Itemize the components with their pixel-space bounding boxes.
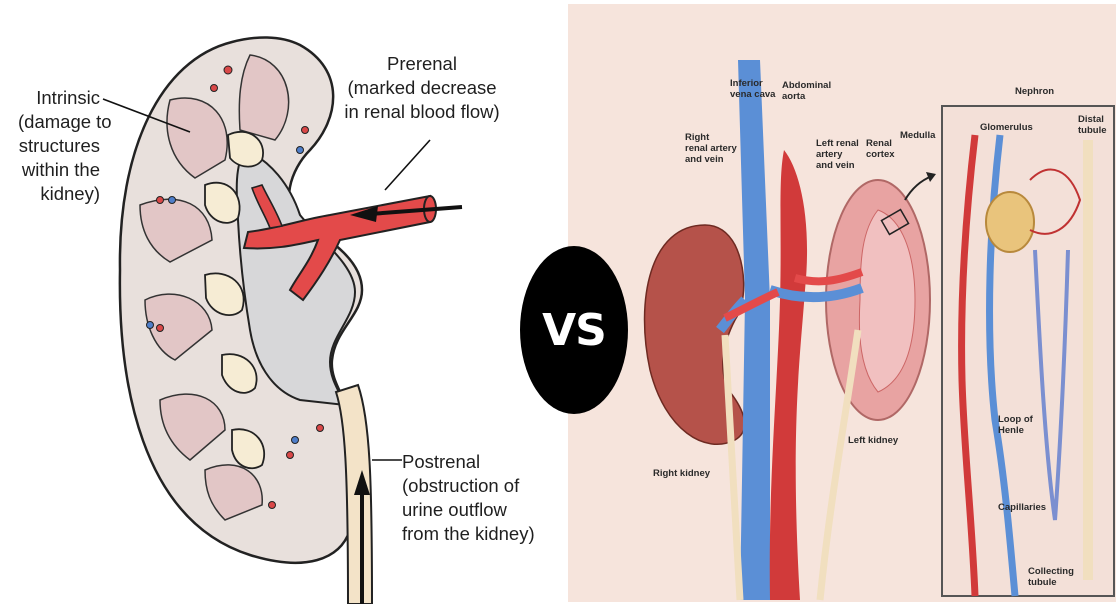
- loop-line-1: Loop of: [998, 414, 1033, 425]
- prerenal-leader-line: [385, 140, 430, 190]
- nephron-label: Nephron: [1015, 86, 1054, 97]
- left-kidney-text: Left kidney: [848, 435, 898, 446]
- loop-of-henle-label: Loop of Henle: [998, 414, 1033, 436]
- intrinsic-line-5: kidney): [18, 182, 100, 206]
- vs-badge: VS: [520, 246, 628, 414]
- intrinsic-label: Intrinsic (damage to structures within t…: [18, 86, 100, 206]
- distal-tubule-label: Distal tubule: [1078, 114, 1107, 136]
- aorta-line-2: aorta: [782, 91, 831, 102]
- capillaries-label: Capillaries: [998, 502, 1046, 513]
- loop-line-2: Henle: [998, 425, 1033, 436]
- intrinsic-line-2: (damage to: [18, 110, 100, 134]
- capillaries-text: Capillaries: [998, 502, 1046, 513]
- right-renal-label: Right renal artery and vein: [685, 132, 737, 165]
- collecting-line-1: Collecting: [1028, 566, 1074, 577]
- renal-cortex-line-1: Renal: [866, 138, 895, 149]
- left-renal-line-3: and vein: [816, 160, 859, 171]
- intrinsic-line-1: Intrinsic: [18, 86, 100, 110]
- medulla-text: Medulla: [900, 130, 935, 141]
- postrenal-line-1: Postrenal: [402, 450, 562, 474]
- prerenal-label: Prerenal (marked decrease in renal blood…: [334, 52, 510, 124]
- distal-line-2: tubule: [1078, 125, 1107, 136]
- glomerulus-text: Glomerulus: [980, 122, 1033, 133]
- nephron-text: Nephron: [1015, 86, 1054, 97]
- distal-line-1: Distal: [1078, 114, 1107, 125]
- collecting-line-2: tubule: [1028, 577, 1074, 588]
- collecting-tubule-label: Collecting tubule: [1028, 566, 1074, 588]
- right-kidney-text: Right kidney: [653, 468, 710, 479]
- renal-cortex-line-2: cortex: [866, 149, 895, 160]
- aorta-line-1: Abdominal: [782, 80, 831, 91]
- left-kidney-label: Left kidney: [848, 435, 898, 446]
- ivc-line-1: Inferior: [730, 78, 775, 89]
- right-renal-line-3: and vein: [685, 154, 737, 165]
- medulla-label: Medulla: [900, 130, 935, 141]
- vs-text: VS: [542, 305, 606, 356]
- left-renal-line-1: Left renal: [816, 138, 859, 149]
- right-renal-line-1: Right: [685, 132, 737, 143]
- prerenal-line-1: Prerenal: [334, 52, 510, 76]
- prerenal-line-3: in renal blood flow): [334, 100, 510, 124]
- ivc-line-2: vena cava: [730, 89, 775, 100]
- left-renal-line-2: artery: [816, 149, 859, 160]
- intrinsic-line-3: structures: [18, 134, 100, 158]
- prerenal-line-2: (marked decrease: [334, 76, 510, 100]
- left-renal-label: Left renal artery and vein: [816, 138, 859, 171]
- glomerulus-capsule: [986, 192, 1034, 252]
- right-renal-line-2: renal artery: [685, 143, 737, 154]
- abdominal-aorta-label: Abdominal aorta: [782, 80, 831, 102]
- intrinsic-line-4: within the: [18, 158, 100, 182]
- postrenal-line-2: (obstruction of: [402, 474, 562, 498]
- postrenal-label: Postrenal (obstruction of urine outflow …: [402, 450, 562, 546]
- right-kidney-label: Right kidney: [653, 468, 710, 479]
- inferior-vena-cava-label: Inferior vena cava: [730, 78, 775, 100]
- glomerulus-label: Glomerulus: [980, 122, 1033, 133]
- postrenal-line-3: urine outflow: [402, 498, 562, 522]
- postrenal-line-4: from the kidney): [402, 522, 562, 546]
- renal-cortex-label: Renal cortex: [866, 138, 895, 160]
